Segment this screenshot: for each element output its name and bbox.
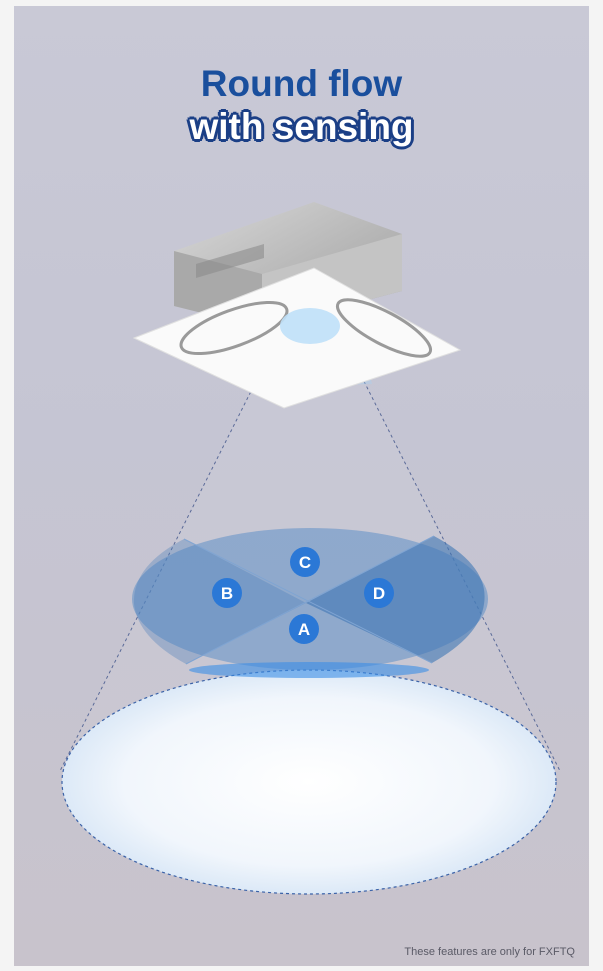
zone-label-d: D	[373, 584, 385, 603]
ceiling-cassette-unit-icon	[134, 190, 460, 408]
zone-label-a: A	[298, 620, 310, 639]
sensing-diagram: C B D A	[14, 6, 589, 966]
zone-marker-c: C	[290, 547, 320, 577]
footnote: These features are only for FXFTQ	[404, 946, 575, 958]
zone-label-b: B	[221, 584, 233, 603]
zone-marker-d: D	[364, 578, 394, 608]
zone-marker-a: A	[289, 614, 319, 644]
infographic-panel: Round flow with sensing	[14, 6, 589, 966]
floor-coverage-area	[62, 670, 556, 894]
zone-marker-b: B	[212, 578, 242, 608]
zone-label-c: C	[299, 553, 311, 572]
